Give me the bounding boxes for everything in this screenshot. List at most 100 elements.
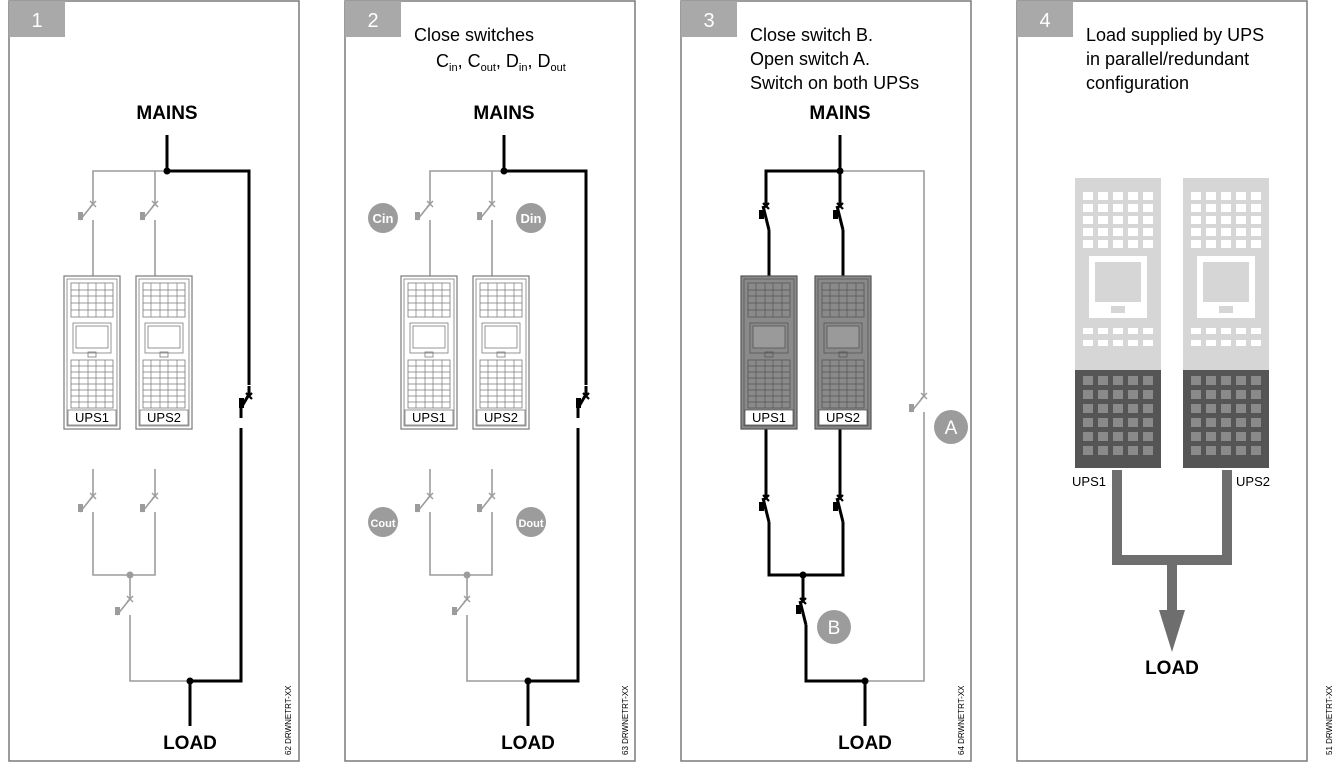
vent-slot <box>1221 192 1231 200</box>
vent-slot <box>1191 432 1201 441</box>
vent-slot <box>1143 240 1153 248</box>
mains-label: MAINS <box>473 103 534 124</box>
vent-slot <box>1251 204 1261 212</box>
vent-slot <box>1098 328 1108 334</box>
panel-3: 3 Close switch B. Open switch A. Switch … <box>680 0 972 762</box>
step-tab <box>345 1 401 37</box>
vent-slot <box>1128 228 1138 236</box>
vent-slot <box>1221 340 1231 346</box>
vent-slot <box>1113 404 1123 413</box>
vent-slot <box>1098 376 1108 385</box>
load-label: LOAD <box>1145 658 1199 679</box>
drawing-code: 63 DRWNETRT-XX <box>621 685 630 755</box>
step-number: 4 <box>1039 10 1050 32</box>
vent-slot <box>1191 204 1201 212</box>
caption-line: Switch on both UPSs <box>750 73 919 93</box>
vent-slot <box>1236 228 1246 236</box>
vent-slot <box>1113 192 1123 200</box>
vent-slot <box>1191 228 1201 236</box>
vent-slot <box>1251 446 1261 455</box>
vent-slot <box>1128 446 1138 455</box>
vent-slot <box>1113 204 1123 212</box>
vent-slot <box>1143 228 1153 236</box>
drawing-code: 64 DRWNETRT-XX <box>957 685 966 755</box>
ups1-label: UPS1 <box>75 410 109 425</box>
caption-line: configuration <box>1086 73 1189 93</box>
vent-slot <box>1251 418 1261 427</box>
vent-slot <box>1206 328 1216 334</box>
vent-slot <box>1236 328 1246 334</box>
vent-slot <box>1128 376 1138 385</box>
badge-d-out: Dout <box>516 507 546 537</box>
vent-slot <box>1128 328 1138 334</box>
drawing-code: 51 DRWNETRT-XX <box>1325 685 1334 755</box>
ups1-label: UPS1 <box>1072 474 1106 489</box>
vent-slot <box>1083 240 1093 248</box>
vent-slot <box>1098 340 1108 346</box>
caption-line: in parallel/redundant <box>1086 49 1249 69</box>
ups2-label: UPS2 <box>1236 474 1270 489</box>
thin-wiring <box>92 170 190 682</box>
vent-slot <box>1143 192 1153 200</box>
vent-slot <box>1083 418 1093 427</box>
vent-slot <box>1098 390 1108 399</box>
vent-slot <box>1221 228 1231 236</box>
ups1-cabinet <box>1075 178 1161 468</box>
vent-slot <box>1113 240 1123 248</box>
vent-slot <box>1236 404 1246 413</box>
vent-slot <box>1221 432 1231 441</box>
svg-text:Cin: Cin <box>373 211 394 226</box>
panel-1: 1 MAINS LOAD 62 DRWNETRT-XX <box>8 0 300 762</box>
vent-slot <box>1143 340 1153 346</box>
caption-line: Close switch B. <box>750 25 873 45</box>
step-number: 1 <box>31 10 42 32</box>
vent-slot <box>1113 390 1123 399</box>
drawing-code: 62 DRWNETRT-XX <box>284 685 293 755</box>
vent-slot <box>1206 240 1216 248</box>
vent-slot <box>1221 404 1231 413</box>
vent-slot <box>1251 404 1261 413</box>
vent-slot <box>1128 192 1138 200</box>
vent-slot <box>1083 446 1093 455</box>
vent-slot <box>1098 228 1108 236</box>
vent-slot <box>1128 390 1138 399</box>
vent-slot <box>1083 228 1093 236</box>
vent-slot <box>1206 404 1216 413</box>
thin-wiring <box>429 170 528 682</box>
vent-slot <box>1143 432 1153 441</box>
svg-text:A: A <box>945 418 958 439</box>
vent-slot <box>1221 240 1231 248</box>
junction-dot <box>463 571 471 579</box>
vent-slot <box>1128 418 1138 427</box>
vent-slot <box>1191 216 1201 224</box>
vent-slot <box>1143 328 1153 334</box>
ups1-cabinet: UPS1 <box>63 275 121 430</box>
ups1-label: UPS1 <box>412 410 446 425</box>
vent-slot <box>1143 418 1153 427</box>
junction-dot <box>500 167 508 175</box>
vent-slot <box>1143 446 1153 455</box>
vent-slot <box>1098 240 1108 248</box>
vent-slot <box>1206 216 1216 224</box>
vent-slot <box>1191 340 1201 346</box>
badge-c-in: Cin <box>368 203 398 233</box>
ups2-label: UPS2 <box>826 410 860 425</box>
mains-label: MAINS <box>136 103 197 124</box>
vent-slot <box>1236 192 1246 200</box>
junction-dot <box>799 571 807 579</box>
vent-slot <box>1098 192 1108 200</box>
caption-line: Load supplied by UPS <box>1086 25 1264 45</box>
ups2-cabinet <box>1183 178 1269 468</box>
vent-slot <box>1191 376 1201 385</box>
svg-text:Cout: Cout <box>370 518 395 530</box>
vent-slot <box>1236 418 1246 427</box>
vent-slot <box>1113 446 1123 455</box>
vent-slot <box>1083 328 1093 334</box>
vent-slot <box>1083 390 1093 399</box>
vent-slot <box>1113 340 1123 346</box>
display-screen <box>1095 262 1141 302</box>
load-label: LOAD <box>838 733 892 754</box>
vent-slot <box>1191 390 1201 399</box>
display-button <box>1111 306 1125 313</box>
vent-slot <box>1221 328 1231 334</box>
